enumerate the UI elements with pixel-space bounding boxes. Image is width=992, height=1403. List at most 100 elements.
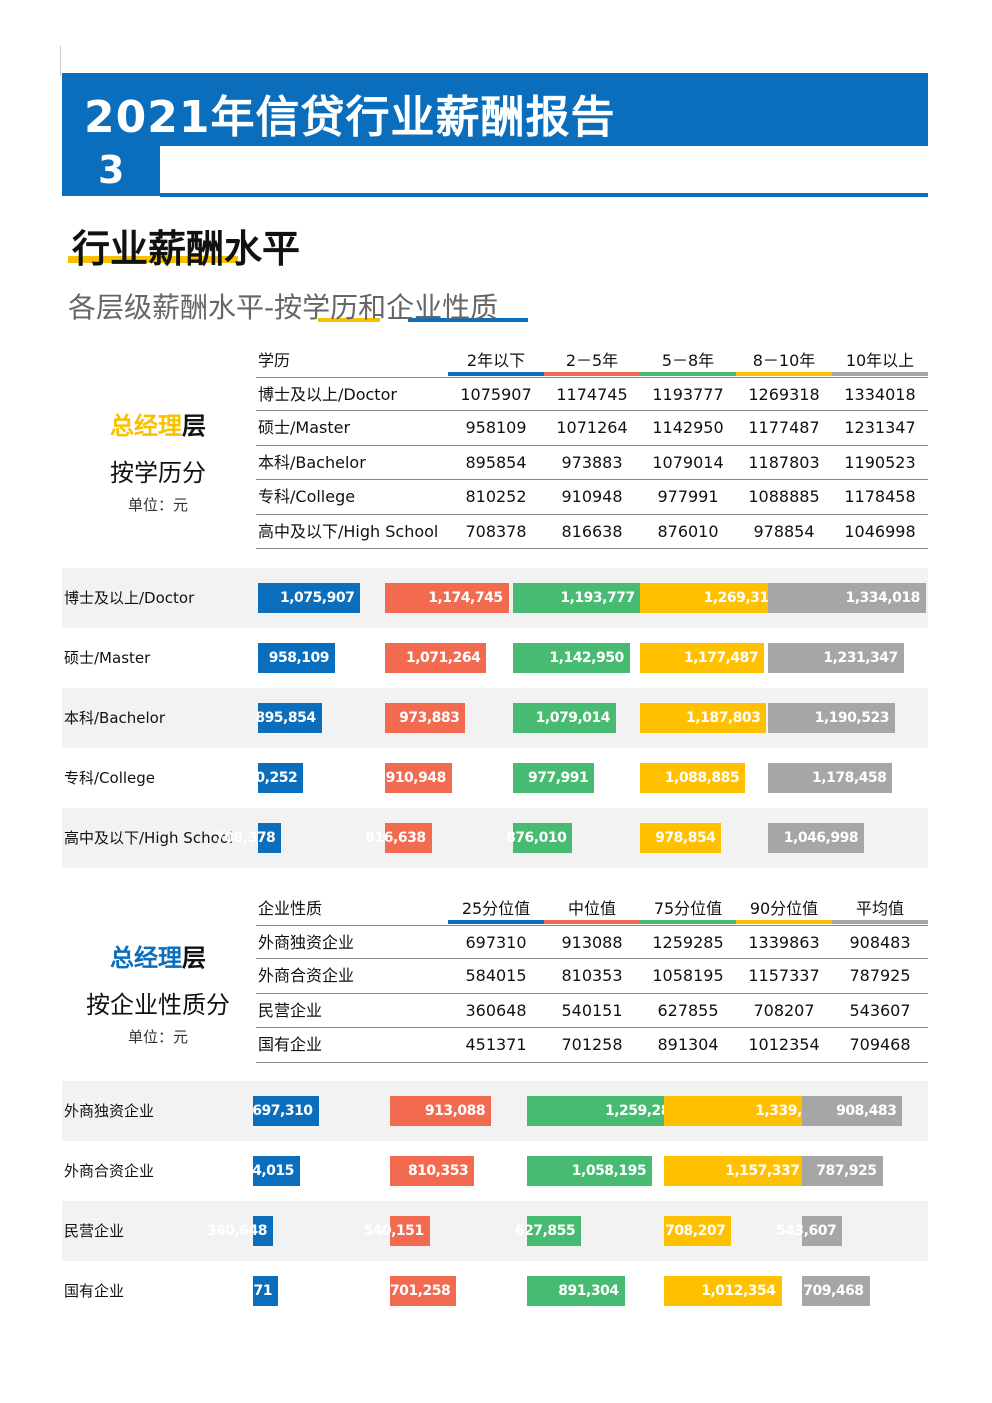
- table-cell: 697310: [465, 933, 527, 952]
- table-row: 外商合资企业 584015 810353 1058195 1157337 787…: [256, 959, 928, 994]
- row-label: 专科/College: [258, 487, 356, 507]
- header-color-bar-green: [640, 920, 736, 924]
- header-cell: 平均值: [855, 899, 904, 918]
- bar-value-label: 810,353: [407, 1163, 469, 1179]
- section-number-box: 3: [62, 146, 160, 196]
- table-cell: 701258: [561, 1035, 623, 1055]
- bar-blue: [253, 1156, 300, 1186]
- table-row: 本科/Bachelor 895854 973883 1079014 118780…: [256, 446, 928, 481]
- title-banner: 2021年信贷行业薪酬报告: [62, 73, 928, 146]
- table-cell: 1334018: [844, 385, 916, 404]
- bar-green: [513, 763, 595, 793]
- bar-red: [385, 583, 509, 613]
- table-cell: 816638: [561, 521, 623, 541]
- bar-gray: [802, 1276, 870, 1306]
- bar-red: [390, 1156, 475, 1186]
- bar-value-label: 908,483: [836, 1103, 897, 1119]
- bar-value-label: 1,174,745: [428, 590, 503, 606]
- table-row: 民营企业 360648 540151 627855 708207 543607: [256, 994, 928, 1029]
- bar-value-label: 708,378: [215, 830, 276, 846]
- bar-blue: [258, 583, 361, 613]
- bar-gray: [768, 583, 926, 613]
- table-cell: 910948: [561, 487, 623, 507]
- bar-value-label: 973,883: [399, 710, 460, 726]
- header-cell: 2年以下: [466, 351, 526, 370]
- bar-value-label: 1,231,347: [823, 650, 898, 666]
- bar-value-label: 891,304: [558, 1283, 619, 1299]
- bar-yellow: [664, 1156, 806, 1186]
- table-cell: 1190523: [844, 452, 916, 472]
- ownership-table-header: 企业性质 25分位值 中位值 75分位值 90分位值 平均值: [256, 898, 928, 924]
- header-color-bar-blue: [448, 372, 544, 376]
- table-cell: 787925: [849, 966, 911, 986]
- bar-value-label: 540,151: [363, 1223, 424, 1239]
- row-label: 本科/Bachelor: [258, 452, 366, 472]
- table-cell: 908483: [849, 933, 911, 952]
- bar-blue: [258, 703, 322, 733]
- table-cell: 1012354: [748, 1035, 820, 1055]
- bar-gray: [802, 1156, 883, 1186]
- row-label: 高中及以下/High School: [258, 521, 439, 541]
- page-edge-line: [60, 46, 61, 76]
- bar-value-label: 876,010: [506, 830, 567, 846]
- table-row: 外商独资企业 697310 913088 1259285 1339863 908…: [256, 925, 928, 960]
- bar-value-label: 1,142,950: [549, 650, 624, 666]
- bar-value-label: 895,854: [255, 710, 316, 726]
- bar-value-label: 697,310: [252, 1103, 313, 1119]
- bar-value-label: 1,012,354: [701, 1283, 776, 1299]
- bar-red: [385, 763, 452, 793]
- bar-category-label: 民营企业: [64, 1222, 125, 1240]
- header-rule: [160, 193, 928, 197]
- table-cell: 709468: [849, 1035, 911, 1055]
- bar-value-label: 977,991: [528, 770, 589, 786]
- header-color-bar-green: [640, 372, 736, 376]
- header-cell: 8－10年: [752, 351, 816, 370]
- table-cell: 1088885: [748, 487, 820, 507]
- bar-green: [527, 1156, 653, 1186]
- header-color-bar-blue: [448, 920, 544, 924]
- table-cell: 1142950: [652, 418, 724, 438]
- table-cell: 1269318: [748, 385, 820, 404]
- bar-blue: [253, 1096, 319, 1126]
- report-title: 2021年信贷行业薪酬报告: [84, 92, 616, 143]
- ownership-side-label: 总经理层 按企业性质分 单位：元: [58, 938, 258, 1047]
- table-cell: 810353: [561, 966, 623, 986]
- header-cell: 2－5年: [565, 351, 619, 370]
- unit-label: 单位：元: [127, 496, 188, 514]
- row-label: 硕士/Master: [258, 418, 351, 438]
- subtitle-underline-blue: [408, 318, 528, 322]
- bar-value-label: 1,334,018: [845, 590, 920, 606]
- bar-green: [513, 643, 630, 673]
- bar-green: [527, 1096, 686, 1126]
- bar-value-label: 810,252: [236, 770, 298, 786]
- bar-value-label: 1,193,777: [560, 590, 635, 606]
- bar-gray: [802, 1096, 903, 1126]
- bar-gray: [768, 643, 904, 673]
- table-cell: 1079014: [652, 452, 724, 472]
- unit-label: 单位：元: [127, 1028, 188, 1046]
- bar-value-label: 1,190,523: [814, 710, 890, 726]
- table-row: 专科/College 810252 910948 977991 1088885 …: [256, 480, 928, 515]
- table-cell: 913088: [561, 933, 623, 952]
- table-cell: 1193777: [652, 385, 724, 404]
- table-row: 高中及以下/High School 708378 816638 876010 9…: [256, 515, 928, 549]
- table-cell: 451371: [465, 1035, 527, 1055]
- bar-value-label: 1,088,885: [664, 770, 740, 786]
- bar-blue: [258, 763, 304, 793]
- bar-red: [385, 703, 466, 733]
- bar-value-label: 1,178,458: [812, 770, 887, 786]
- bar-value-label: 627,855: [514, 1223, 576, 1239]
- table-cell: 1075907: [460, 385, 532, 404]
- table-cell: 977991: [657, 487, 719, 507]
- bar-yellow: [640, 763, 746, 793]
- bar-green: [513, 703, 616, 733]
- table-cell: 895854: [465, 452, 527, 472]
- table-cell: 973883: [561, 452, 623, 472]
- education-table-header: 学历 2年以下 2－5年 5－8年 8－10年 10年以上: [256, 350, 928, 376]
- bar-category-label: 外商合资企业: [64, 1162, 155, 1180]
